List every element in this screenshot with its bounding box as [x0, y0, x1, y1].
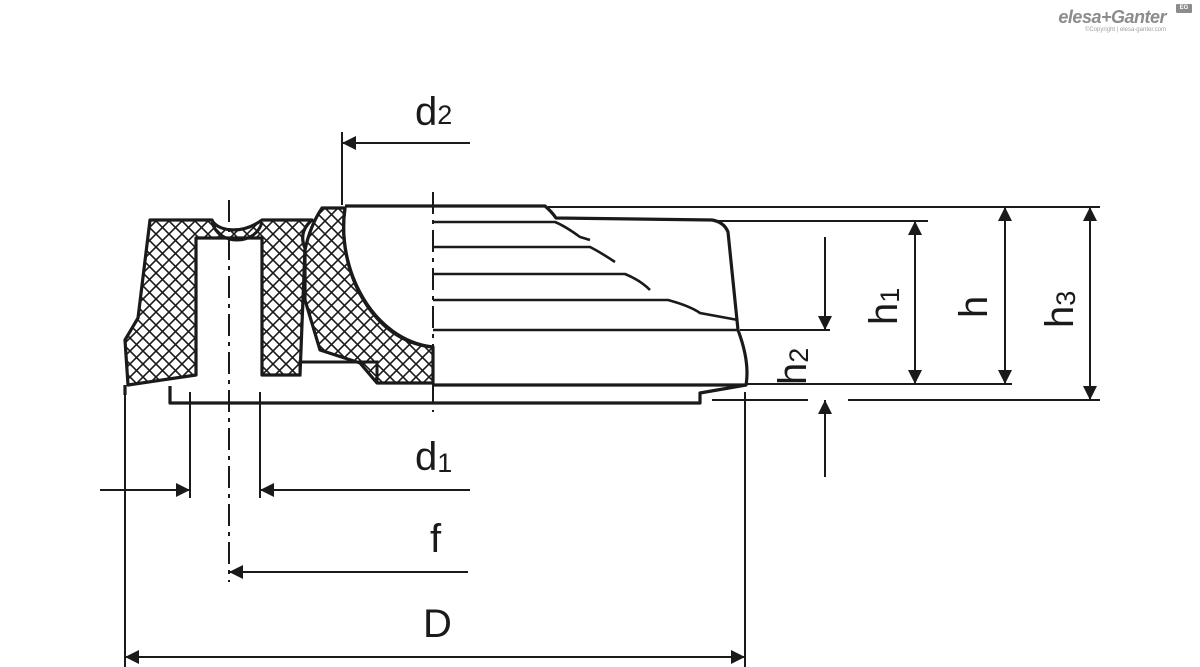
- hatched-body-left: [123, 218, 314, 387]
- logo-brand: elesa+Ganter: [1058, 7, 1166, 27]
- outer-profile: [345, 204, 749, 387]
- logo-copyright: ©Copyright | elesa-ganter.com: [1084, 27, 1166, 33]
- label-h: h: [952, 296, 996, 318]
- elesa-ganter-logo: elesa+Ganter ©Copyright | elesa-ganter.c…: [1058, 4, 1192, 34]
- dimension-lines: [100, 136, 1097, 664]
- label-h1: h1: [862, 288, 906, 325]
- center-lines: [228, 192, 434, 582]
- base-flange: [123, 383, 747, 405]
- bore-bottom-ledge: [262, 360, 379, 383]
- inner-curve: [342, 207, 434, 349]
- label-h3: h3: [1038, 291, 1082, 328]
- hatched-body-right: [303, 206, 435, 385]
- logo-badge: EG: [1176, 4, 1192, 13]
- label-d2: d2: [415, 90, 452, 134]
- label-f: f: [430, 517, 442, 561]
- extension-lines: [124, 132, 1100, 667]
- knob-section-left: [123, 206, 435, 387]
- bore-dimple: [210, 221, 264, 242]
- label-h2: h2: [771, 348, 815, 385]
- label-d1: d1: [415, 435, 452, 479]
- label-D: D: [423, 602, 452, 646]
- step-lines: [433, 220, 739, 332]
